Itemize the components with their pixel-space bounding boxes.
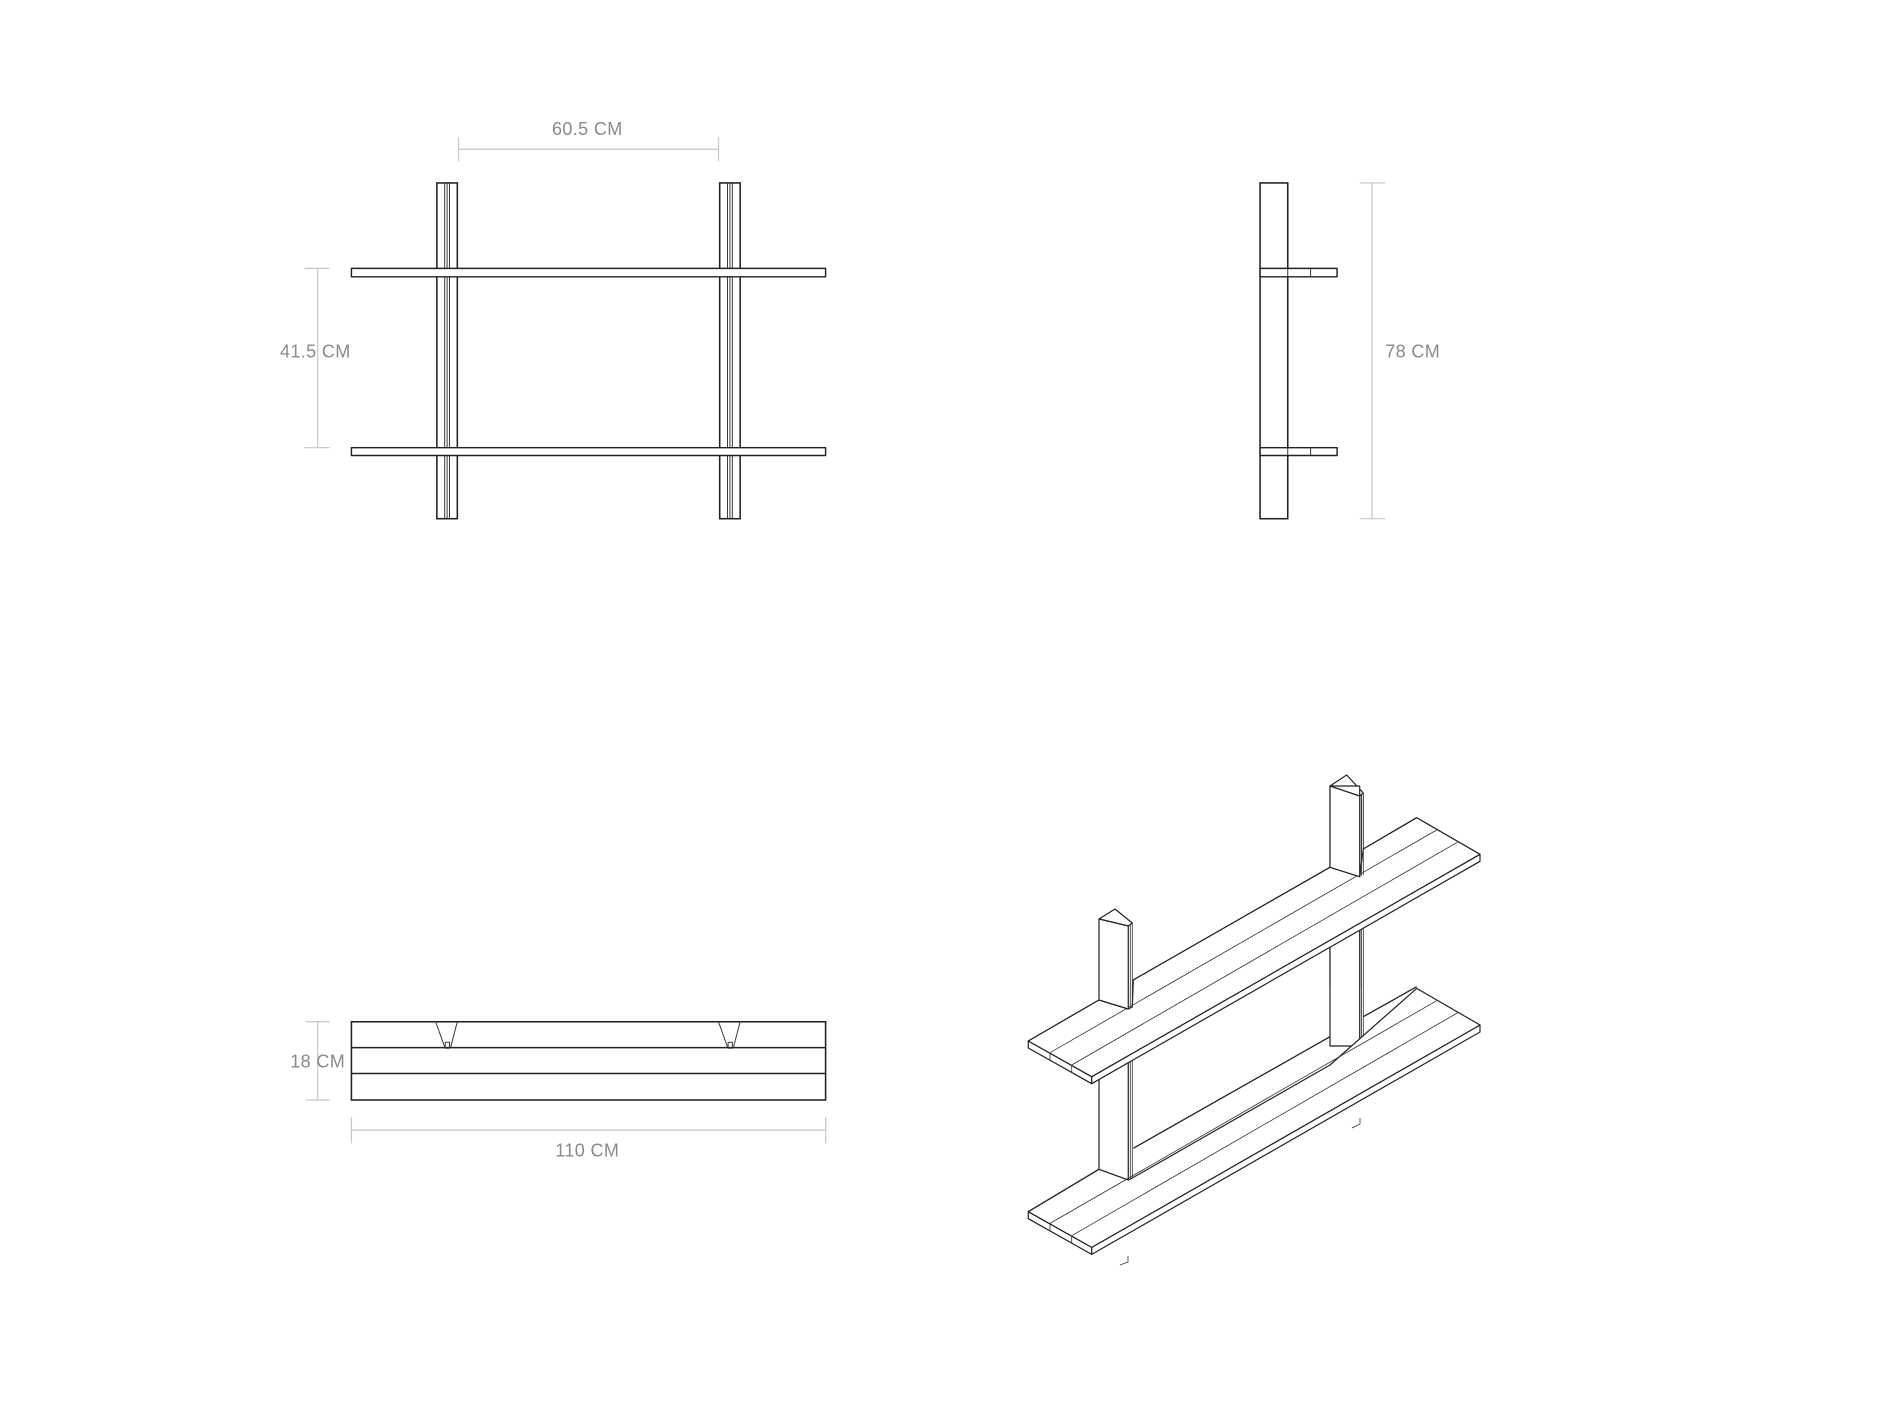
top-view: 18 CM 110 CM — [290, 1020, 827, 1161]
side-view: 78 CM — [1259, 182, 1440, 520]
iso-left-post-upper — [1098, 908, 1133, 1010]
iso-left-post-lower — [1098, 1060, 1133, 1181]
right-bracket-notch — [718, 1021, 741, 1049]
side-lower-shelf — [1259, 446, 1338, 457]
depth-dimension-label: 18 CM — [290, 1052, 345, 1072]
iso-lower-shelf — [1027, 987, 1481, 1266]
width-dimension-line — [457, 137, 720, 162]
isometric-view — [1027, 774, 1481, 1266]
left-post — [436, 182, 459, 520]
length-dimension-line — [350, 1116, 827, 1144]
total-height-dimension-label: 78 CM — [1385, 341, 1440, 361]
height-dimension-label: 41.5 CM — [280, 341, 351, 361]
iso-right-post-upper — [1329, 785, 1364, 878]
total-height-dimension-line — [1359, 182, 1386, 520]
side-post — [1259, 182, 1289, 520]
right-post — [718, 182, 741, 520]
front-view: 60.5 CM 41.5 CM — [280, 119, 827, 520]
iso-upper-shelf — [1027, 817, 1481, 1085]
shelf-outline — [350, 1020, 827, 1101]
side-upper-shelf — [1259, 267, 1338, 278]
left-bracket-notch — [435, 1021, 458, 1049]
depth-dimension-line — [305, 1021, 330, 1101]
height-dimension-line — [304, 267, 330, 449]
upper-shelf — [350, 267, 827, 278]
width-dimension-label: 60.5 CM — [552, 119, 623, 139]
lower-shelf — [350, 446, 827, 457]
plank-lines — [351, 1046, 826, 1075]
length-dimension-label: 110 CM — [555, 1141, 619, 1161]
